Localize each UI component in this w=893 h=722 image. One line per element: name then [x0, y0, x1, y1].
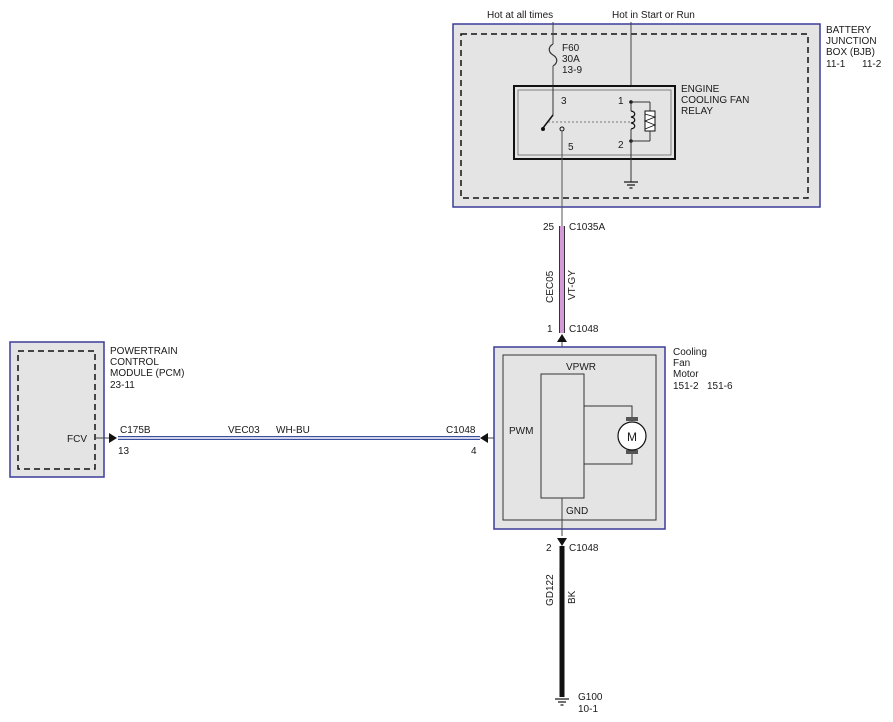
- relay-pivot: [541, 127, 545, 131]
- relay-title-3: RELAY: [681, 106, 713, 117]
- pcm-title-3: MODULE (PCM): [110, 368, 184, 379]
- hot-in-start-run-label: Hot in Start or Run: [612, 10, 695, 21]
- motor-m-label: M: [627, 430, 637, 444]
- bjb-ref-a: 11-1: [826, 59, 846, 70]
- pcm-ref: 23-11: [110, 380, 135, 391]
- bjb-title-2: JUNCTION: [826, 36, 877, 47]
- wire-top-conn-top: C1035A: [569, 222, 605, 233]
- wire-mid-right-arrow: [480, 433, 488, 443]
- motor-gnd: GND: [566, 506, 588, 517]
- wire-bottom-connector-arrow: [557, 538, 567, 546]
- motor-controller: [540, 373, 585, 499]
- fuse-rating: 30A: [562, 54, 580, 65]
- wire-mid-conn-right: C1048: [446, 425, 476, 436]
- motor-ref-a: 151-2: [673, 381, 699, 392]
- pcm-title-1: POWERTRAIN: [110, 346, 178, 357]
- relay-coil: [630, 110, 636, 130]
- fuse-symbol: [548, 43, 558, 67]
- bjb-title-3: BOX (BJB): [826, 47, 875, 58]
- fuse-name: F60: [562, 43, 580, 54]
- motor-title-1: Cooling: [673, 347, 707, 358]
- motor-icon: [617, 421, 647, 451]
- wire-mid-circuit: VEC03: [228, 425, 260, 436]
- wire-mid-conn-left: C175B: [120, 425, 151, 436]
- wire-mid-color: WH-BU: [276, 425, 310, 436]
- relay-pin-3: 3: [561, 96, 567, 107]
- wire-mid-left-arrow: [109, 433, 117, 443]
- ground-ref: 10-1: [578, 704, 598, 715]
- bjb-ref-b: 11-2: [862, 59, 882, 70]
- bjb-title-1: BATTERY: [826, 25, 872, 36]
- wire-bottom-circuit: GD122: [545, 574, 556, 606]
- wire-top-conn-bottom: C1048: [569, 324, 599, 335]
- relay-ground-icon: [624, 181, 638, 189]
- wire-mid-pin-right: 4: [471, 446, 477, 457]
- relay-contact-arm: [542, 114, 554, 129]
- pcm-module: [9, 341, 105, 478]
- motor-vpwr: VPWR: [566, 362, 596, 373]
- relay-pin-1: 1: [618, 96, 624, 107]
- pcm-title-2: CONTROL: [110, 357, 159, 368]
- motor-pwm: PWM: [509, 426, 533, 437]
- g100-ground-icon: [555, 698, 569, 706]
- wire-top-pin-top: 25: [543, 222, 555, 233]
- pcm-frame: [9, 341, 105, 478]
- ground-name: G100: [578, 692, 603, 703]
- pcm-dashed-border: [17, 350, 96, 470]
- motor-ref-b: 151-6: [707, 381, 733, 392]
- motor-title-3: Motor: [673, 369, 699, 380]
- relay-pin-5: 5: [568, 142, 574, 153]
- wire-bottom-pin: 2: [546, 543, 552, 554]
- wire-top-circuit: CEC05: [545, 270, 556, 303]
- wire-top-color: VT-GY: [567, 270, 578, 300]
- pcm-pin-label: FCV: [67, 434, 87, 445]
- bjb-dashed-border: [460, 33, 809, 199]
- wire-bottom-color: BK: [567, 590, 578, 604]
- wire-bottom-conn: C1048: [569, 543, 599, 554]
- relay-pin-2: 2: [618, 140, 624, 151]
- fuse-ref: 13-9: [562, 65, 582, 76]
- wire-top-connector-arrow: [557, 334, 567, 342]
- hot-at-all-times-label: Hot at all times: [487, 10, 553, 21]
- relay-title-1: ENGINE: [681, 84, 720, 95]
- relay-title-2: COOLING FAN: [681, 95, 749, 106]
- wire-top-pin-bottom: 1: [547, 324, 553, 335]
- motor-title-2: Fan: [673, 358, 690, 369]
- wire-mid-pin-left: 13: [118, 446, 130, 457]
